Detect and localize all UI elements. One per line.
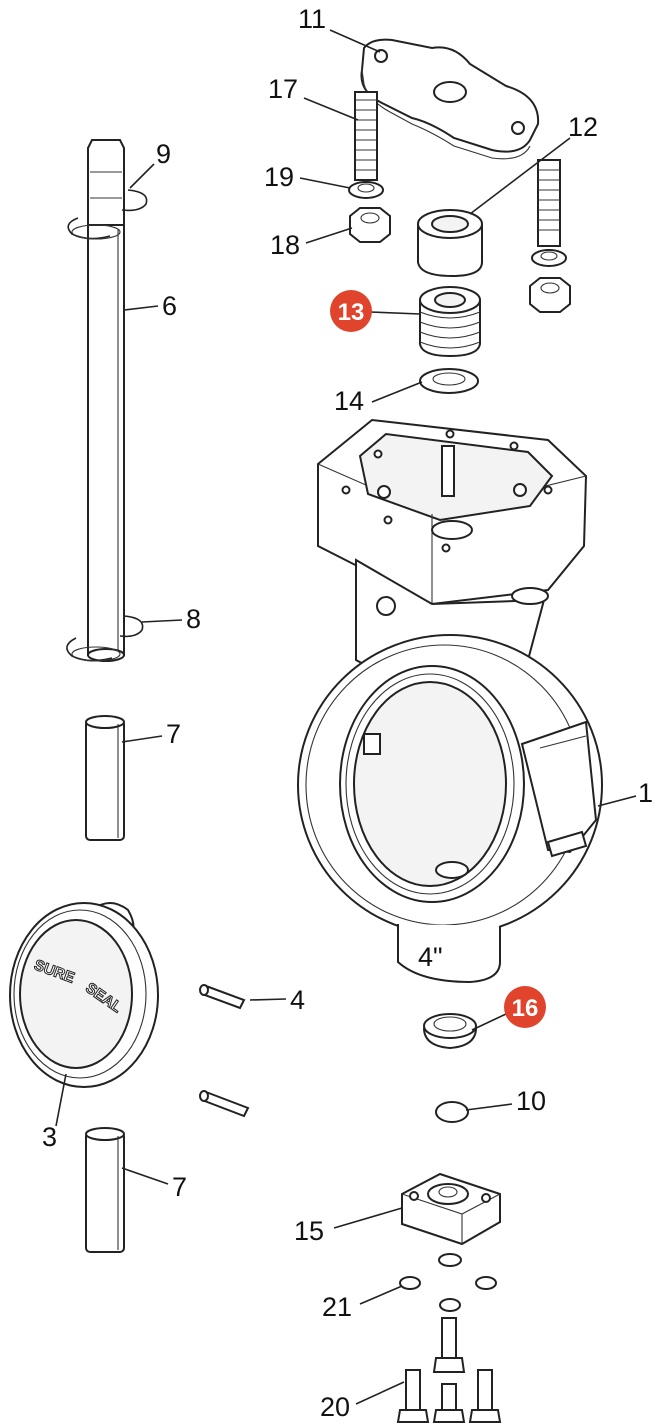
part-11-top-plate <box>360 38 540 160</box>
part-21-washers <box>399 1253 497 1312</box>
part-19-washer-left <box>348 181 384 199</box>
part-14-stem-washer <box>419 368 479 394</box>
part-15-bottom-cap <box>401 1172 501 1246</box>
part-7-lower-bushing <box>85 1127 125 1253</box>
label-4: 4 <box>290 985 305 1015</box>
label-9: 9 <box>156 139 171 169</box>
label-15: 15 <box>294 1216 324 1246</box>
label-12: 12 <box>568 112 598 142</box>
badge-13-text: 13 <box>338 299 365 326</box>
part-8-retaining-clip <box>66 615 144 662</box>
badge-13: 13 <box>330 290 372 332</box>
part-10-plug <box>435 1101 469 1123</box>
badge-16: 16 <box>504 986 546 1028</box>
part-4-lower-pin <box>199 1090 250 1118</box>
label-11: 11 <box>298 4 326 34</box>
label-3: 3 <box>42 1122 57 1152</box>
label-21: 21 <box>322 1292 352 1322</box>
part-6-shaft <box>87 139 125 662</box>
part-9-retaining-clip <box>67 189 148 240</box>
label-7-upper: 7 <box>166 719 181 749</box>
part-labels: 11 17 19 18 12 14 1 9 6 8 7 7 4 3 10 15 … <box>42 4 653 1422</box>
part-17-stud-left <box>354 91 378 181</box>
part-1-valve-body: 4" <box>297 418 603 984</box>
part-12-top-bushing <box>417 209 483 278</box>
part-17-stud-right <box>537 159 561 247</box>
part-19-washer-right <box>531 249 567 267</box>
part-18-nut-left <box>349 207 391 243</box>
part-7-upper-bushing <box>85 715 125 841</box>
part-3-disc: SURE SEAL <box>9 902 159 1088</box>
label-7-lower: 7 <box>172 1172 187 1202</box>
label-10: 10 <box>516 1086 546 1116</box>
part-18-nut-right <box>529 277 571 313</box>
leader-lines <box>55 29 637 1405</box>
label-14: 14 <box>334 386 364 416</box>
part-4-upper-pin <box>199 984 246 1010</box>
label-19: 19 <box>264 162 294 192</box>
badge-16-text: 16 <box>512 995 539 1022</box>
label-20: 20 <box>320 1392 350 1422</box>
label-18: 18 <box>270 230 300 260</box>
label-1: 1 <box>638 778 653 808</box>
label-8: 8 <box>186 604 201 634</box>
label-6: 6 <box>162 291 177 321</box>
label-17: 17 <box>268 74 298 104</box>
part-20-bolts <box>396 1317 502 1423</box>
part-13-stem-packing <box>419 286 481 358</box>
part-16-bottom-seal <box>423 1013 477 1050</box>
size-mark: 4" <box>418 942 443 972</box>
